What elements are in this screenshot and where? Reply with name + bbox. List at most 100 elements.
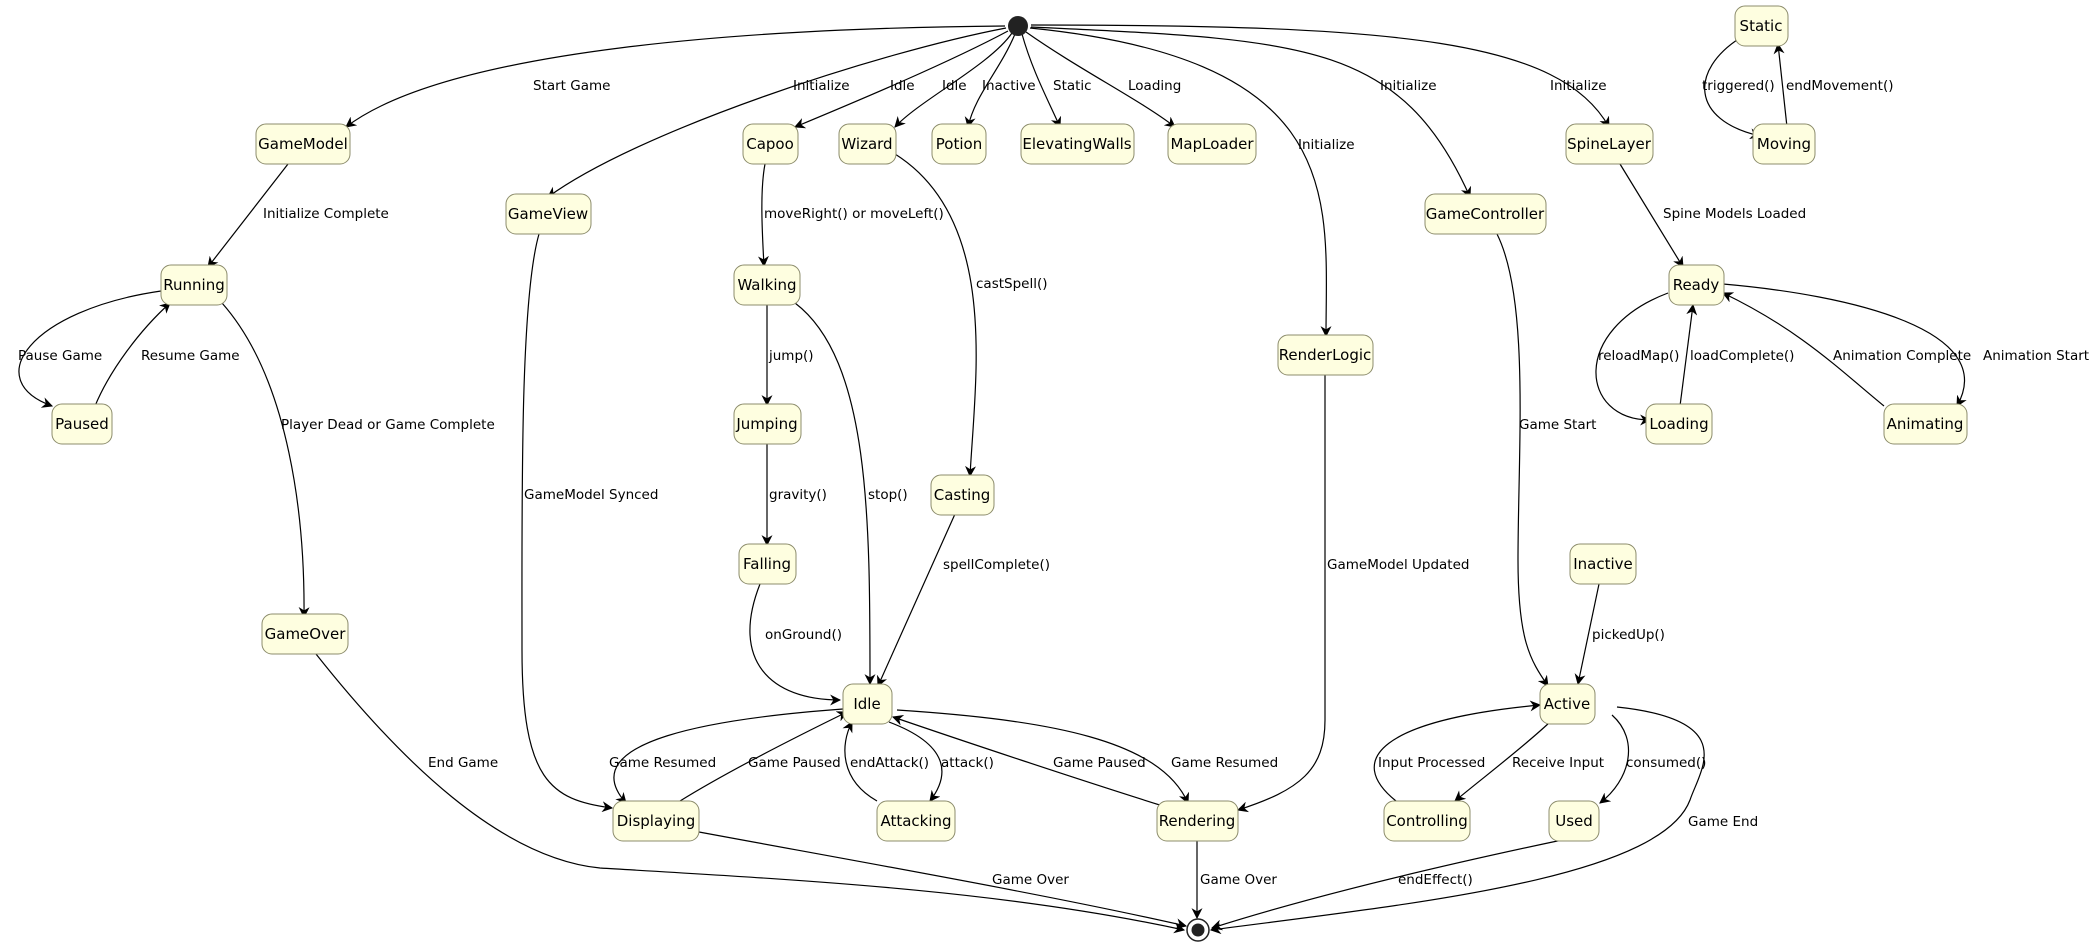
edge-active-used: consumed() [1599,714,1706,804]
edge-label: Input Processed [1378,755,1485,771]
edge-gamecontroller-active: Game Start [1496,233,1596,687]
edge-label: consumed() [1626,755,1706,771]
edge-label: stop() [868,487,908,503]
edge-label: endAttack() [850,755,929,771]
state-gamecontroller: GameController [1424,193,1547,235]
state-jumping: Jumping [733,403,802,445]
edge-label: loadComplete() [1690,348,1794,364]
edge-label: spellComplete() [943,557,1050,573]
edge-label: triggered() [1702,78,1775,94]
state-label: Ready [1673,276,1720,294]
edge-idle-displaying: Game Resumed [609,708,844,804]
edge-start-maploader: Loading [1025,31,1181,128]
edge-label: attack() [941,755,994,771]
edge-label: Initialize [793,78,850,94]
edge-label: Player Dead or Game Complete [281,417,495,433]
edge-label: Animation Complete [1833,348,1971,364]
state-renderlogic: RenderLogic [1277,334,1374,376]
edge-label: GameModel Synced [524,487,658,503]
edge-displaying-final: Game Over [698,831,1188,930]
edge-label: Initialize Complete [263,206,389,222]
edge-static-moving: triggered() [1702,37,1775,140]
edge-label: Spine Models Loaded [1663,206,1806,222]
state-label: SpineLayer [1567,135,1652,153]
edge-paused-running: Resume Game [94,302,240,407]
edge-start-spinelayer: Initialize [1030,24,1610,128]
state-used: Used [1548,800,1600,842]
edge-casting-idle: spellComplete() [877,513,1050,688]
edge-gameview-displaying: GameModel Synced [521,233,658,813]
state-label: Static [1740,17,1783,35]
edge-label: endEffect() [1398,872,1473,888]
edge-spinelayer-ready: Spine Models Loaded [1619,163,1806,268]
edge-used-final: endEffect() [1210,839,1563,931]
state-ready: Ready [1668,264,1725,306]
state-label: Rendering [1159,812,1236,830]
state-controlling: Controlling [1383,800,1471,842]
state-label: Wizard [841,135,892,153]
state-label: Potion [936,135,982,153]
state-label: Controlling [1386,812,1468,830]
edge-label: Idle [942,78,967,94]
edge-label: Initialize [1380,78,1437,94]
state-label: GameView [508,205,588,223]
initial-state [1008,16,1028,36]
edge-label: Start Game [533,78,610,94]
state-label: Jumping [735,415,797,433]
edge-label: onGround() [765,627,842,643]
edge-controlling-active: Input Processed [1373,700,1542,802]
edge-label: Game Resumed [1171,755,1278,771]
edge-label: Inactive [982,78,1036,94]
edge-label: pickedUp() [1592,627,1665,643]
edge-label: Receive Input [1512,755,1604,771]
state-active: Active [1539,683,1596,725]
edge-label: End Game [428,755,498,771]
state-label: Walking [737,276,796,294]
state-capoo: Capoo [742,123,799,165]
state-label: RenderLogic [1279,346,1372,364]
state-casting: Casting [930,474,995,516]
edge-label: Loading [1128,78,1181,94]
state-paused: Paused [51,403,113,445]
state-label: Falling [743,555,791,573]
state-attacking: Attacking [876,800,956,842]
edge-label: Idle [890,78,915,94]
edge-label: Game Over [992,872,1069,888]
edge-start-gameview: Initialize [547,27,1007,198]
edge-falling-idle: onGround() [749,583,842,706]
edge-label: Pause Game [18,348,102,364]
state-label: Used [1555,812,1593,830]
state-label: Animating [1887,415,1964,433]
state-static: Static [1734,5,1789,47]
state-spinelayer: SpineLayer [1565,123,1654,165]
state-rendering: Rendering [1156,800,1239,842]
edge-start-potion: Inactive [964,33,1036,129]
edge-gamemodel-running: Initialize Complete [207,163,389,268]
state-label: Loading [1649,415,1708,433]
state-wizard: Wizard [838,123,897,165]
state-moving: Moving [1752,123,1816,165]
state-label: Inactive [1573,555,1633,573]
state-label: Capoo [746,135,794,153]
state-falling: Falling [738,543,797,585]
state-label: Running [163,276,224,294]
edge-label: endMovement() [1786,78,1893,94]
edge-gameover-final: End Game [315,653,1186,934]
edge-active-final: Game End [1209,706,1758,935]
state-label: GameController [1426,205,1545,223]
state-label: ElevatingWalls [1022,135,1131,153]
edge-loading-ready: loadComplete() [1679,303,1794,407]
edge-start-elevatingwalls: Static [1021,33,1092,129]
edge-idle-rendering: Game Resumed [896,709,1278,805]
state-label: Paused [55,415,109,433]
edge-ready-loading: reloadMap() [1595,292,1679,426]
edge-walking-jumping: jump() [761,305,814,407]
state-animating: Animating [1883,403,1968,445]
state-walking: Walking [733,264,801,306]
state-maploader: MapLoader [1167,123,1257,165]
state-label: MapLoader [1170,135,1254,153]
edge-label: Game Over [1200,872,1277,888]
edge-label: Resume Game [141,348,240,364]
edge-start-capoo: Idle [793,30,1009,129]
